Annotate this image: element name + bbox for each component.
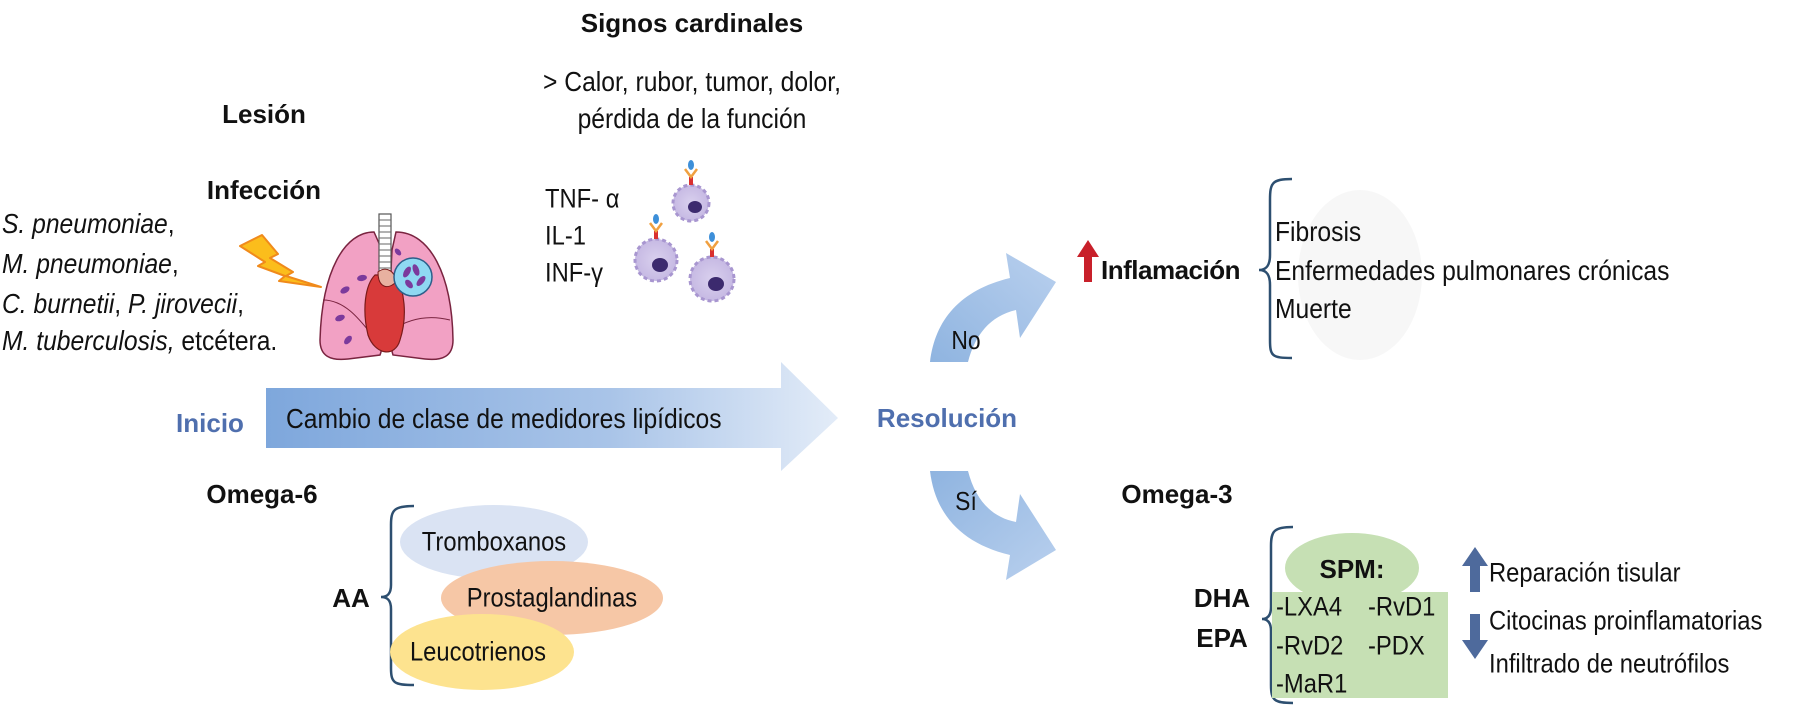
outcome-item: Fibrosis [1275,216,1362,247]
pathogen-item: M. pneumoniae, [2,250,179,278]
omega6-title: Omega-6 [206,479,318,509]
cytokine-il1: IL-1 [545,220,586,251]
spm-item: -MaR1 [1276,668,1348,699]
lesion-label: Lesión [222,99,306,129]
pathogen-name: P. jirovecii [128,288,238,319]
main-process-arrow [266,362,838,471]
immune-cell [688,232,736,303]
dha-label: DHA [1193,583,1251,613]
cardinal-signs-line-1: > Calor, rubor, tumor, dolor, [543,66,841,97]
immune-cell [633,214,679,283]
yes-label: Sí [955,486,977,516]
leucotrienos-label: Leucotrienos [409,636,547,667]
inflammation-brace [1258,177,1293,360]
pathogen-item: M. tuberculosis, etcétera. [2,327,277,355]
leucotrienos-ellipse [390,614,574,690]
lungs-illustration [319,213,454,361]
pathogen-name: C. burnetii [2,288,115,319]
infection-label: Infección [206,175,322,205]
pathogen-name: M. tuberculosis, [2,325,175,356]
cytokine-inf: INF-γ [545,257,604,288]
cardinal-signs-title: Signos cardinales [580,8,804,38]
spm-box [1272,592,1448,698]
outcome-item: Muerte [1275,293,1352,324]
spm-ellipse [1285,533,1419,603]
outcomes-backdrop [1298,190,1422,360]
dha-epa-brace [1261,525,1294,705]
effect-decrease-item: Citocinas proinflamatorias [1489,605,1763,636]
pathogen-item: S. pneumoniae, [2,210,175,238]
tromboxanos-ellipse [400,505,588,579]
pathogen-suffix: , [237,288,244,319]
lightning-icon [239,234,322,288]
start-label: Inicio [176,408,244,438]
effect-decrease-item: Infiltrado de neutrófilos [1489,648,1730,679]
no-label: No [951,325,981,355]
aa-label: AA [332,583,370,613]
outcome-item: Enfermedades pulmonares crónicas [1275,255,1670,286]
no-branch-arrow [930,253,1056,362]
effect-increase-item: Reparación tisular [1489,557,1681,588]
omega3-title: Omega-3 [1121,479,1233,509]
spm-item: -LXA4 [1276,591,1343,622]
spm-title: SPM: [1319,554,1385,584]
aa-brace [380,504,415,687]
pathogen-suffix: , [167,208,175,239]
pathogen-item: C. burnetii, P. jirovecii, [2,290,244,318]
spm-item: -RvD1 [1368,591,1436,622]
spm-item: -PDX [1368,630,1425,661]
prostaglandinas-label: Prostaglandinas [466,582,638,613]
pathogen-separator: , [114,288,129,319]
pathogen-name: M. pneumoniae [2,248,172,279]
increase-red-arrow-icon [1077,240,1099,282]
cardinal-signs-line-2: pérdida de la función [577,103,807,134]
pathogen-suffix: etcétera. [174,325,278,356]
cytokine-tnf: TNF- α [545,183,620,214]
increase-arrow-icon [1462,547,1488,592]
decrease-arrow-icon [1462,614,1488,659]
pathogen-suffix: , [171,248,179,279]
resolution-label: Resolución [876,403,1018,433]
spm-item: -RvD2 [1276,630,1344,661]
epa-label: EPA [1196,623,1248,653]
pathogen-name: S. pneumoniae [2,208,168,239]
main-arrow-label: Cambio de clase de medidores lipídicos [286,403,722,434]
immune-cell [671,160,711,223]
inflammation-label: Inflamación [1101,255,1240,285]
tromboxanos-label: Tromboxanos [421,526,567,557]
yes-branch-arrow [930,471,1056,580]
